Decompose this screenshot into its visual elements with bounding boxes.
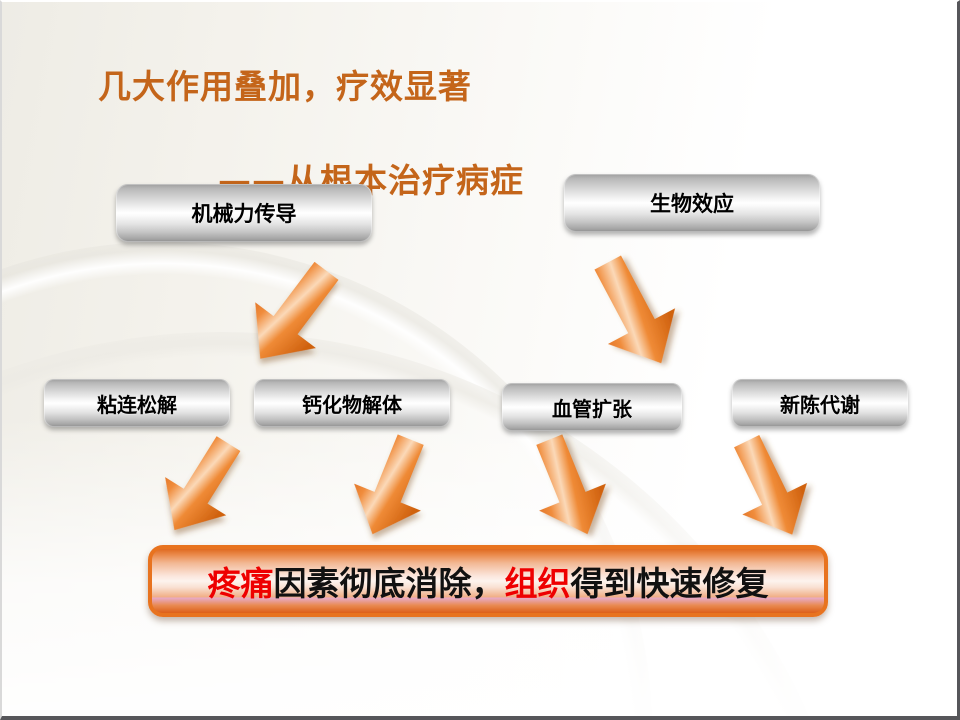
node-adhesion-release[interactable]: 粘连松解 [44, 379, 230, 427]
node-label: 新陈代谢 [780, 392, 860, 417]
result-segment-4: 得到快速修复 [570, 564, 769, 603]
node-label: 粘连松解 [97, 392, 177, 417]
slide-title: 几大作用叠加，疗效显著 ——从根本治疗病症 [48, 16, 878, 298]
node-mechanical-transduction[interactable]: 机械力传导 [116, 184, 372, 242]
result-segment-2: 因素彻底消除， [273, 564, 505, 603]
node-label: 生物效应 [650, 192, 734, 216]
result-segment-3: 组织 [504, 564, 571, 603]
slide-title-line-1: 几大作用叠加，疗效显著 [97, 67, 472, 106]
node-label: 血管扩张 [552, 396, 632, 421]
result-banner-text: 疼痛因素彻底消除，组织得到快速修复 [208, 557, 769, 605]
node-calcification-breakdown[interactable]: 钙化物解体 [254, 379, 450, 427]
node-label: 钙化物解体 [302, 392, 402, 417]
node-biological-effect[interactable]: 生物效应 [564, 174, 820, 232]
node-metabolism[interactable]: 新陈代谢 [732, 379, 908, 427]
node-label: 机械力传导 [191, 202, 297, 226]
result-segment-1: 疼痛 [207, 564, 274, 603]
node-vasodilation[interactable]: 血管扩张 [502, 383, 682, 431]
result-banner[interactable]: 疼痛因素彻底消除，组织得到快速修复 [148, 545, 828, 617]
